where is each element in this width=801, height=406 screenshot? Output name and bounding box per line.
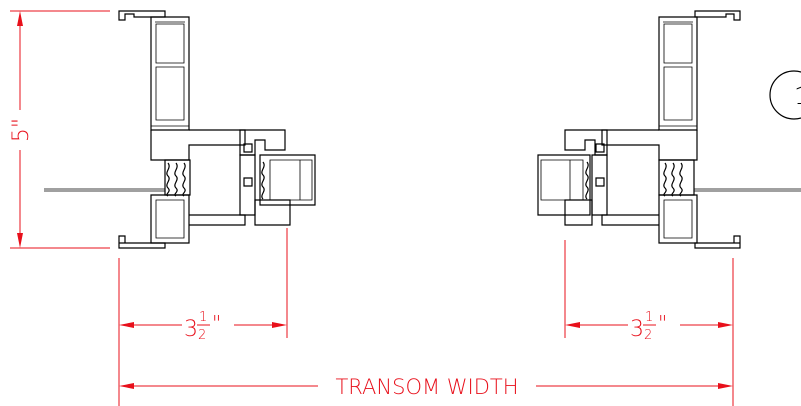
left-frame-profile <box>44 10 316 249</box>
right-bar-clip <box>595 177 605 187</box>
left-step <box>150 129 246 161</box>
left-dim-whole: 3 <box>184 317 198 342</box>
right-gasket-b <box>671 162 675 197</box>
left-arrow-inner <box>272 322 287 328</box>
left-gasket-c <box>182 162 186 197</box>
left-dim-inch-mark: " <box>212 311 221 335</box>
left-bar-web <box>239 154 256 216</box>
right-tube-cell-2 <box>663 66 693 121</box>
height-arrow-top <box>17 11 23 26</box>
left-bar-top <box>239 129 286 156</box>
left-lower-tube <box>150 194 190 244</box>
right-bar-bottom <box>564 199 593 226</box>
right-lower-arm <box>601 214 659 226</box>
overall-arrow-right <box>718 383 733 389</box>
right-lower-tube <box>658 194 698 244</box>
left-lower-arm <box>189 214 246 226</box>
right-insert-inner <box>540 159 584 201</box>
right-bar-clip-top <box>595 143 605 153</box>
left-glazing-pocket <box>164 159 191 196</box>
left-gasket-a <box>166 162 170 197</box>
callout-label: 1 <box>794 82 801 110</box>
callout-circle <box>769 70 801 120</box>
right-frame-profile <box>537 10 801 249</box>
left-dim-numerator: 1 <box>199 310 207 325</box>
right-dim-inch-mark: " <box>658 311 667 335</box>
left-dim-denominator: 2 <box>198 328 206 343</box>
dimension-left-width: 3 1 2 " <box>118 228 288 406</box>
left-bottom-lip <box>118 235 166 249</box>
right-gasket-a <box>663 162 667 197</box>
right-dim-whole: 3 <box>630 317 644 342</box>
height-arrow-bottom <box>17 233 23 248</box>
right-arrow-outer <box>718 322 733 328</box>
right-arrow-inner <box>565 322 580 328</box>
left-gasket-b <box>174 162 178 197</box>
detail-callout: 1 <box>769 70 801 120</box>
right-upper-tube <box>658 16 698 131</box>
overall-arrow-left <box>119 383 134 389</box>
right-bar-top <box>564 129 608 156</box>
right-bar-gasket <box>585 161 589 200</box>
left-lower-cell <box>155 199 185 239</box>
left-bar-gasket <box>261 161 265 200</box>
left-top-lip <box>118 10 166 21</box>
right-bottom-lip <box>694 235 741 249</box>
right-insert-box <box>537 154 591 216</box>
right-dim-denominator: 2 <box>644 328 652 343</box>
height-dimension-text: 5" <box>9 118 34 142</box>
left-bar-clip-top <box>243 143 253 153</box>
left-tube-cell-1 <box>155 23 185 64</box>
dimension-height: 5" <box>9 10 110 249</box>
overall-dimension-text: TRANSOM WIDTH <box>335 375 518 399</box>
right-dim-numerator: 1 <box>645 310 653 325</box>
dimension-right-width: 3 1 2 " <box>564 240 734 406</box>
right-step <box>601 129 698 161</box>
left-arrow-outer <box>119 322 134 328</box>
left-upper-tube <box>150 16 190 131</box>
right-bar-web <box>591 154 608 216</box>
right-glazing-pocket <box>658 159 695 196</box>
right-gasket-c <box>679 162 683 197</box>
left-tube-cell-2 <box>155 66 185 121</box>
left-bar-clip <box>243 177 253 187</box>
right-lower-cell <box>663 199 693 239</box>
left-insert-inner <box>269 159 313 201</box>
left-insert-box <box>259 154 316 206</box>
dimension-overall-width: TRANSOM WIDTH <box>119 375 733 399</box>
right-tube-cell-1 <box>663 23 693 64</box>
right-top-lip <box>694 10 741 21</box>
